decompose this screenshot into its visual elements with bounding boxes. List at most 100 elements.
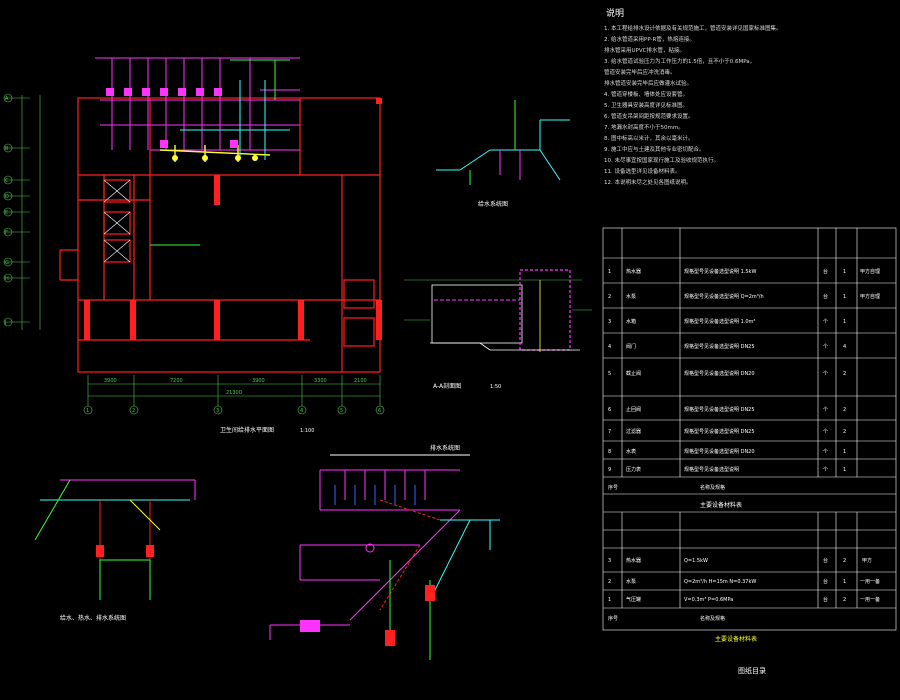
left-iso-title: 给水、热水、排水系统图 [60, 614, 126, 622]
row-qty: 1 [843, 319, 846, 325]
table-row: 7 过滤器 规格型号见设备选型说明 DN25 个 2 [608, 428, 846, 435]
row-spec: 规格型号见设备选型说明 DN25 [684, 406, 755, 413]
row-no: 3 [608, 319, 611, 325]
row-spec: Q=2m³/h H=15m N=0.37kW [684, 579, 756, 585]
row-qty: 2 [843, 371, 846, 377]
axis-label-6: 6 [378, 408, 381, 414]
row-unit: 个 [823, 344, 828, 350]
row-spec: V=0.3m³ P=0.6MPa [684, 597, 733, 603]
row-unit: 个 [823, 407, 828, 413]
table-row: 1 热水器 规格型号见设备选型说明 1.5kW 台 1 甲方自理 [608, 268, 880, 275]
row-no: 6 [608, 407, 611, 413]
section-diagram [404, 269, 592, 352]
section-scale: 1:50 [490, 384, 501, 390]
row-no: 7 [608, 429, 611, 435]
axis-label-f: F [5, 230, 8, 236]
row-no: 9 [608, 467, 611, 473]
footer-no: 序号 [608, 484, 618, 491]
dim-2: 7200 [170, 378, 183, 384]
row-qty: 1 [843, 449, 846, 455]
row-unit: 台 [823, 293, 828, 300]
note-line: 10. 未尽事宜按国家现行施工及验收规范执行。 [604, 158, 719, 164]
row-spec: Q=1.5kW [684, 558, 708, 564]
lower-table-text: 3 热水器 Q=1.5kW 台 2 甲方 2 水泵 Q=2m³/h H=15m … [608, 557, 880, 643]
axis-label-1: 1 [86, 408, 89, 414]
row-spec: 规格型号见设备选型说明 DN25 [684, 428, 755, 435]
row-spec: 规格型号见设备选型说明 Q=2m³/h [684, 293, 764, 300]
dim-overall: 21300 [226, 390, 242, 396]
row-spec: 规格型号见设备选型说明 [684, 466, 739, 473]
table-row: 8 水表 规格型号见设备选型说明 DN20 个 1 [608, 448, 846, 455]
row-unit: 个 [823, 467, 828, 473]
row-qty: 4 [843, 344, 846, 350]
row-name: 截止阀 [626, 370, 641, 377]
note-line: 2. 给水管道采用PP-R管，热熔连接。 [604, 37, 695, 43]
table-row: 3 热水器 Q=1.5kW 台 2 甲方 [608, 557, 872, 564]
row-qty: 1 [843, 294, 846, 300]
axis-label-g: G [5, 260, 9, 266]
row-no: 4 [608, 344, 611, 350]
floor-plan-scale: 1:100 [300, 428, 314, 434]
row-qty: 2 [843, 407, 846, 413]
notes-block: 1. 本工程给排水设计依据及有关规范施工，管道安装详见国家标准图集。 2. 给水… [604, 24, 894, 189]
note-line: 7. 地漏水封高度不小于50mm。 [604, 125, 684, 131]
note-line: 9. 施工中应与土建及其他专业密切配合。 [604, 147, 705, 153]
note-line: 排水管道安装完毕后应做灌水试验。 [604, 81, 693, 87]
axis-label-e: E [5, 210, 8, 216]
floor-plan-title: 卫生间给排水平面图 [220, 426, 274, 434]
row-qty: 2 [843, 558, 846, 564]
row-no: 2 [608, 294, 611, 300]
row-qty: 1 [843, 269, 846, 275]
row-spec: 规格型号见设备选型说明 DN20 [684, 448, 755, 455]
note-line: 6. 管道支吊架间距按规范要求设置。 [604, 114, 694, 120]
row-unit: 个 [823, 319, 828, 325]
footer-name: 名称及规格 [700, 615, 725, 622]
axis-label-2: 2 [132, 408, 135, 414]
note-line: 5. 卫生器具安装高度详见标准图。 [604, 103, 688, 109]
row-qty: 2 [843, 597, 846, 603]
small-iso-title: 给水系统图 [478, 200, 508, 208]
floor-plan [3, 57, 385, 415]
note-line: 12. 本说明未尽之处见各图纸说明。 [604, 180, 692, 186]
note-line: 排水管采用UPVC排水管，粘接。 [604, 48, 685, 54]
row-spec: 规格型号见设备选型说明 DN25 [684, 343, 755, 350]
row-qty: 1 [843, 579, 846, 585]
note-line: 3. 给水管道试验压力为工作压力的1.5倍，且不小于0.6MPa， [604, 59, 756, 65]
row-unit: 个 [823, 371, 828, 377]
table-row: 6 止回阀 规格型号见设备选型说明 DN25 个 2 [608, 406, 846, 413]
row-no: 1 [608, 597, 611, 603]
row-name: 压力表 [626, 466, 641, 473]
row-name: 水泵 [626, 578, 636, 585]
row-unit: 台 [823, 578, 828, 585]
section-title: A-A剖面图 [433, 382, 461, 390]
axis-label-5: 5 [340, 408, 343, 414]
row-spec: 规格型号见设备选型说明 DN20 [684, 370, 755, 377]
row-remark: 甲方自理 [860, 293, 880, 300]
footer-name: 名称及规格 [700, 484, 725, 491]
row-spec: 规格型号见设备选型说明 1.5kW [684, 268, 756, 275]
table-row: 4 阀门 规格型号见设备选型说明 DN25 个 4 [608, 343, 846, 350]
table-row: 1 气压罐 V=0.3m³ P=0.6MPa 台 2 一用一备 [608, 596, 880, 603]
row-no: 2 [608, 579, 611, 585]
equipment-tables [602, 227, 897, 631]
upper-table-text: 1 热水器 规格型号见设备选型说明 1.5kW 台 1 甲方自理 2 水泵 规格… [608, 268, 880, 509]
row-no: 5 [608, 371, 611, 377]
axis-label-j: J [4, 320, 6, 326]
axis-label-h: H [5, 276, 9, 282]
dim-5: 2100 [354, 378, 367, 384]
center-iso-diagram [269, 454, 500, 660]
row-remark: 甲方自理 [860, 268, 880, 275]
center-iso-title: 排水系统图 [430, 444, 460, 452]
upper-table-caption: 主要设备材料表 [700, 501, 742, 509]
axis-label-4: 4 [300, 408, 303, 414]
row-name: 水表 [626, 448, 636, 455]
row-no: 8 [608, 449, 611, 455]
axis-label-c: C [5, 178, 9, 184]
table-row: 2 水泵 Q=2m³/h H=15m N=0.37kW 台 1 一用一备 [608, 578, 880, 585]
row-no: 1 [608, 269, 611, 275]
axis-label-3: 3 [216, 408, 219, 414]
small-iso-diagram [436, 100, 570, 185]
sheet-label: 图纸目录 [738, 667, 766, 675]
axis-label-a: A [5, 96, 9, 102]
